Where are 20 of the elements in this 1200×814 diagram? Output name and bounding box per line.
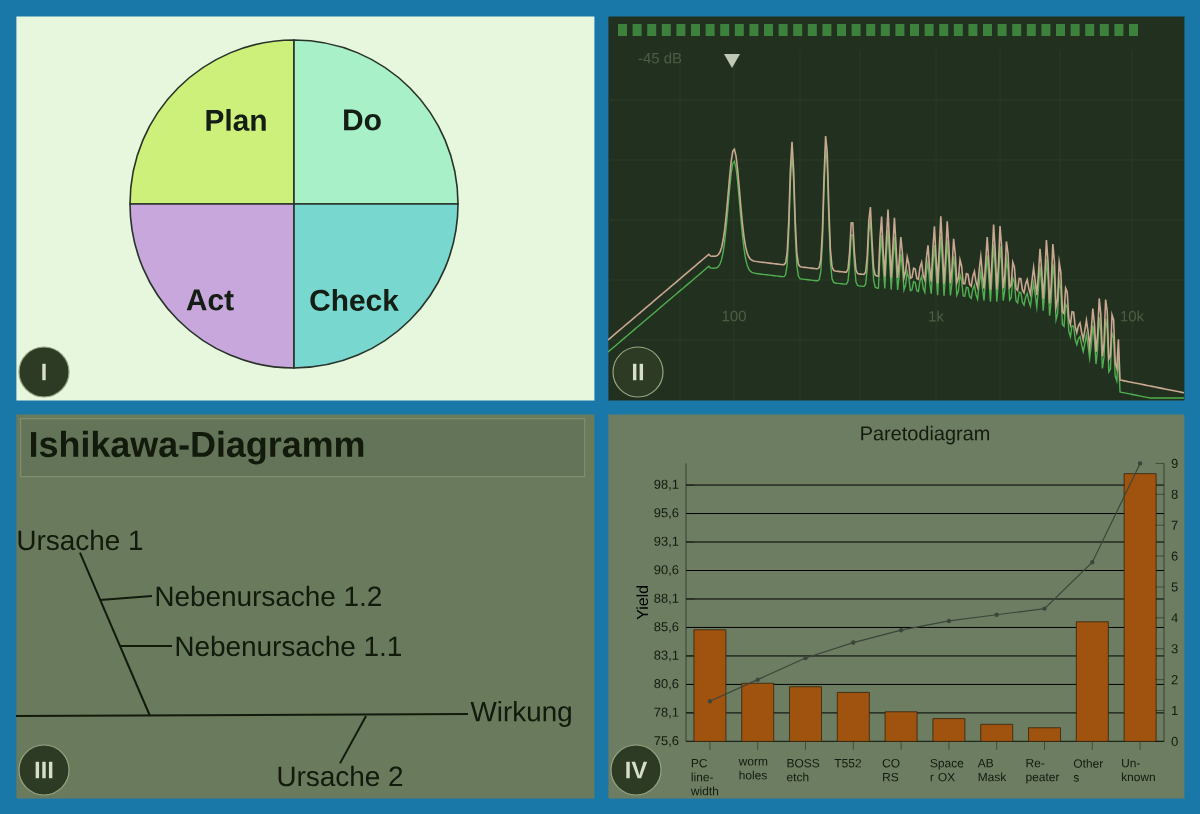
numeral-badge: IV bbox=[610, 744, 662, 796]
quadrant: Act bbox=[129, 203, 295, 369]
cause-label: Ursache 2 bbox=[278, 765, 403, 787]
bone-line bbox=[99, 595, 153, 601]
bone-line bbox=[78, 551, 151, 717]
bone-line bbox=[339, 715, 367, 765]
title-bar: Ishikawa-Diagramm bbox=[20, 418, 586, 478]
chart-title: Paretodiagram bbox=[861, 425, 990, 445]
effect-label: Wirkung bbox=[470, 701, 571, 727]
cause-label: Nebenursache 1.2 bbox=[156, 585, 381, 607]
numeral-badge: II bbox=[612, 346, 664, 398]
numeral-badge: III bbox=[18, 744, 70, 796]
quadrant: Check bbox=[293, 203, 459, 369]
numeral-badge: I bbox=[18, 346, 70, 398]
quadrant: Plan bbox=[129, 39, 295, 205]
spine-line bbox=[15, 713, 469, 717]
quadrant: Do bbox=[293, 39, 459, 205]
cause-label: Nebenursache 1.1 bbox=[176, 635, 401, 657]
bone-line bbox=[119, 645, 173, 647]
cause-label: Ursache 1 bbox=[18, 529, 143, 551]
